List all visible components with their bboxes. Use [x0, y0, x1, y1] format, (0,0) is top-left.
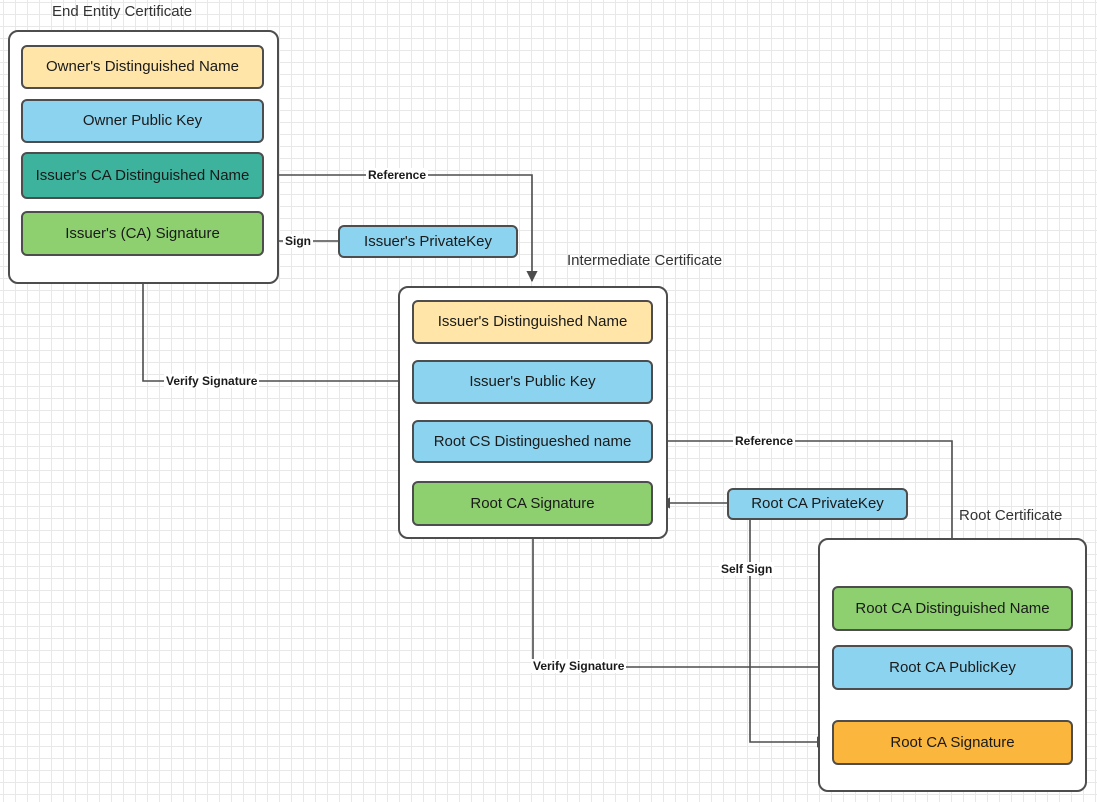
group-title-root: Root Certificate [959, 507, 1063, 524]
field-issuers-distinguished-name[interactable]: Issuer's Distinguished Name [412, 300, 653, 344]
field-owner-public-key[interactable]: Owner Public Key [21, 99, 264, 143]
field-root-ca-distinguished-name[interactable]: Root CA Distinguished Name [832, 586, 1073, 631]
edge-label-ee-verify-signature: Verify Signature [164, 374, 260, 388]
field-root-cs-distingueshed-name[interactable]: Root CS Distingueshed name [412, 420, 653, 463]
edge-label-int-reference: Reference [733, 434, 796, 448]
field-root-ca-public-key[interactable]: Root CA PublicKey [832, 645, 1073, 690]
field-owners-distinguished-name[interactable]: Owner's Distinguished Name [21, 45, 264, 89]
key-issuers-private-key[interactable]: Issuer's PrivateKey [338, 225, 518, 258]
edge-label-ee-sign: Sign [283, 234, 313, 248]
field-issuers-public-key[interactable]: Issuer's Public Key [412, 360, 653, 404]
edge-label-root-self-sign: Self Sign [719, 562, 775, 576]
group-title-end-entity: End Entity Certificate [52, 3, 193, 20]
field-root-ca-signature[interactable]: Root CA Signature [832, 720, 1073, 765]
field-issuers-ca-signature[interactable]: Issuer's (CA) Signature [21, 211, 264, 256]
field-issuers-ca-distinguished-name[interactable]: Issuer's CA Distinguished Name [21, 152, 264, 199]
key-root-ca-private-key[interactable]: Root CA PrivateKey [727, 488, 908, 520]
edge-int-verify [527, 526, 832, 668]
edge-label-ee-reference: Reference [366, 168, 429, 182]
edge-label-int-verify-signature: Verify Signature [531, 659, 627, 673]
group-title-intermediate: Intermediate Certificate [567, 252, 723, 269]
edge-root-self-sign [749, 520, 829, 748]
field-intermediate-root-ca-signature[interactable]: Root CA Signature [412, 481, 653, 526]
